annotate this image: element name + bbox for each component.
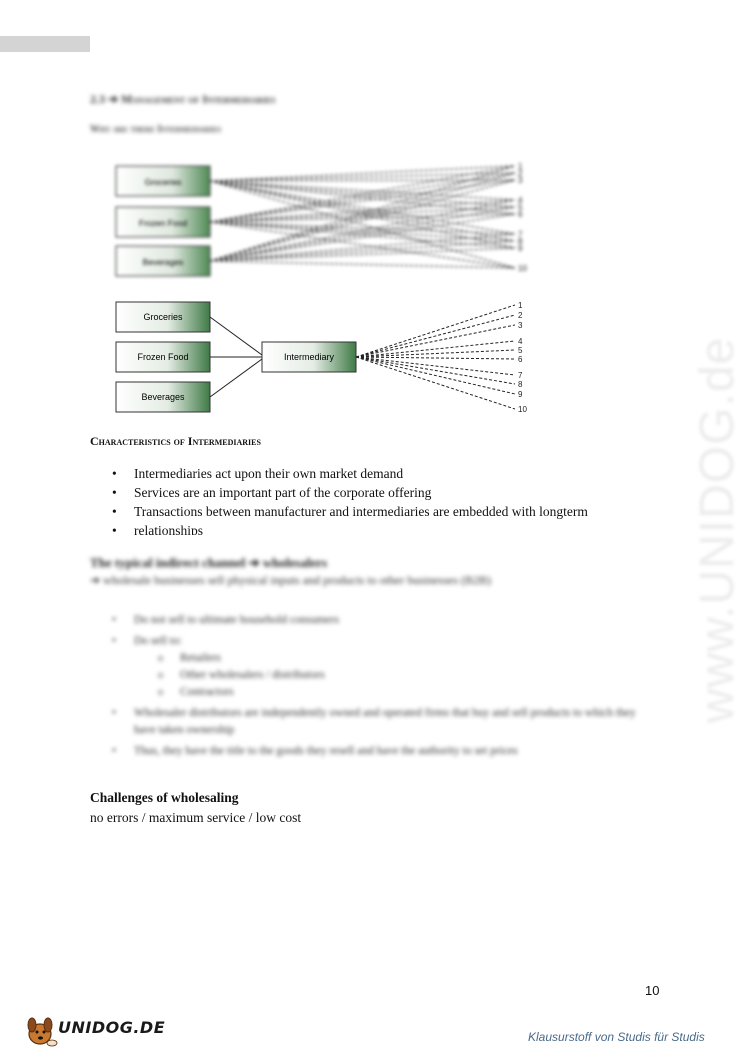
section-title: 2.3 ➔ Management of Intermediaries xyxy=(90,92,276,106)
list-item: Do not sell to ultimate household consum… xyxy=(112,612,652,629)
number-1: 1 xyxy=(518,301,523,310)
number-4: 4 xyxy=(518,337,523,346)
list-item: Wholesaler distributors are independentl… xyxy=(112,705,652,739)
characteristics-list: Intermediaries act upon their own market… xyxy=(112,464,652,540)
list-item-continuation: relationships xyxy=(112,521,652,540)
characteristics-heading: Characteristics of Intermediaries xyxy=(90,434,261,448)
sub-list: Retailers Other wholesalers / distributo… xyxy=(134,650,652,701)
header-bar xyxy=(0,36,90,52)
typical-channel-heading: The typical indirect channel ➔ wholesale… xyxy=(90,555,328,570)
diagram-direct: Groceries Frozen Food Beverages 123 456 78… xyxy=(115,162,527,277)
sub-list-item: Retailers xyxy=(158,650,652,667)
box-groceries: Groceries xyxy=(143,312,183,322)
list-item: Transactions between manufacturer and in… xyxy=(112,502,652,521)
box-intermediary: Intermediary xyxy=(284,352,335,362)
challenges-text: no errors / maximum service / low cost xyxy=(90,810,302,825)
direct-box-frozen-food: Frozen Food xyxy=(139,218,187,228)
direct-number-10: 10 xyxy=(518,264,527,273)
direct-number-9: 9 xyxy=(518,244,523,253)
direct-number-1: 1 xyxy=(518,162,523,171)
watermark: www.UNIDOG.de xyxy=(691,336,744,724)
sub-list-item: Other wholesalers / distributors xyxy=(158,667,652,684)
number-9: 9 xyxy=(518,390,523,399)
list-item: Do sell to: Retailers Other wholesalers … xyxy=(112,633,652,701)
direct-number-2: 2 xyxy=(518,169,523,178)
challenges-heading: Challenges of wholesaling xyxy=(90,790,239,805)
list-item: Intermediaries act upon their own market… xyxy=(112,464,652,483)
wholesale-list: Do not sell to ultimate household consum… xyxy=(112,612,652,764)
direct-number-4: 4 xyxy=(518,196,523,205)
number-6: 6 xyxy=(518,355,523,364)
number-5: 5 xyxy=(518,346,523,355)
number-2: 2 xyxy=(518,311,523,320)
number-3: 3 xyxy=(518,321,523,330)
number-8: 8 xyxy=(518,380,523,389)
list-item: Services are an important part of the co… xyxy=(112,483,652,502)
direct-number-7: 7 xyxy=(518,230,523,239)
diagram-intermediary: Groceries Frozen Food Beverages Intermed… xyxy=(115,301,527,414)
direct-box-groceries: Groceries xyxy=(145,177,182,187)
typical-channel-line: ➔ wholesale businesses sell physical inp… xyxy=(90,573,492,587)
section-subtitle: Why are there Intermediaries xyxy=(90,124,222,135)
direct-number-6: 6 xyxy=(518,210,523,219)
direct-number-8: 8 xyxy=(518,237,523,246)
box-beverages: Beverages xyxy=(141,392,185,402)
dog-icon xyxy=(27,1017,58,1047)
box-frozen-food: Frozen Food xyxy=(137,352,188,362)
direct-number-5: 5 xyxy=(518,203,523,212)
direct-box-beverages: Beverages xyxy=(143,257,184,267)
page-number: 10 xyxy=(645,983,660,998)
list-item: Thus, they have the title to the goods t… xyxy=(112,743,652,760)
number-10: 10 xyxy=(518,405,527,414)
logo-text: UNIDOG.DE xyxy=(58,1018,166,1037)
unidog-logo: UNIDOG.DE xyxy=(22,1012,192,1048)
number-7: 7 xyxy=(518,371,523,380)
sub-list-item: Contractors xyxy=(158,684,652,701)
footer-tagline: Klausurstoff von Studis für Studis xyxy=(528,1030,705,1044)
direct-number-3: 3 xyxy=(518,176,523,185)
